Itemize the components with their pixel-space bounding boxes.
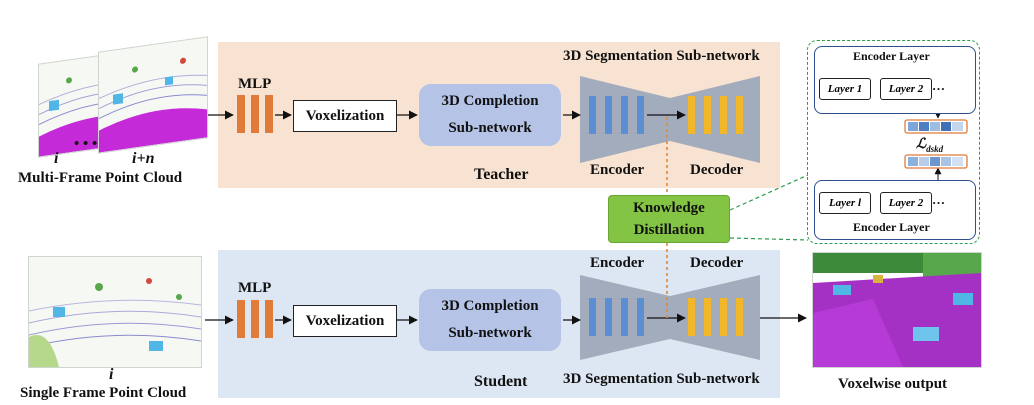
student-mlp-label: MLP	[238, 280, 272, 296]
student-encoder-bar	[637, 298, 644, 336]
teacher-encoder-bar	[637, 96, 644, 134]
teacher-segmentation-title: 3D Segmentation Sub-network	[563, 48, 760, 64]
teacher-decoder-bar	[704, 96, 711, 134]
teacher-decoder-bar	[736, 96, 743, 134]
single-frame-caption: Single Frame Point Cloud	[20, 385, 187, 401]
loss-subscript: dskd	[926, 143, 944, 154]
teacher-decoder-label: Decoder	[690, 162, 744, 178]
student-decoder-trapezoid	[670, 275, 760, 360]
student-voxelization-box: Voxelization	[293, 305, 397, 337]
teacher-decoder-bar	[688, 96, 695, 134]
student-segmentation-title: 3D Segmentation Sub-network	[563, 371, 760, 387]
inset-loss-label: ℒdskd	[916, 136, 943, 154]
student-voxelization-label: Voxelization	[305, 312, 385, 329]
kd-label-2: Distillation	[633, 222, 705, 238]
teacher-role-label: Teacher	[474, 166, 529, 183]
point-cloud-frame-i-plus-n	[98, 36, 208, 154]
inset-top-layer-1: Layer 1	[819, 78, 871, 100]
inset-top-layer-2: Layer 2	[880, 78, 932, 100]
student-role-label: Student	[474, 373, 528, 390]
distillation-to-inset-top	[729, 174, 809, 211]
teacher-mlp-label: MLP	[238, 76, 272, 92]
teacher-voxelization-label: Voxelization	[305, 107, 385, 124]
student-decoder-bar	[720, 298, 727, 336]
student-decoder-bar	[704, 298, 711, 336]
teacher-mlp-bar	[237, 95, 245, 133]
teacher-completion-label-1: 3D Completion	[441, 93, 539, 109]
student-encoder-bar	[589, 298, 596, 336]
student-encoder-bar	[605, 298, 612, 336]
student-decoder-label: Decoder	[690, 255, 744, 271]
loss-symbol: ℒ	[916, 137, 927, 152]
teacher-mlp-bar	[265, 95, 273, 133]
inset-feature-top	[904, 119, 968, 134]
student-encoder-bar	[621, 298, 628, 336]
inset-bottom-title: Encoder Layer	[853, 220, 930, 234]
point-cloud-single-frame	[28, 256, 202, 368]
kd-label-1: Knowledge	[633, 200, 705, 216]
student-decoder-bar	[736, 298, 743, 336]
inset-top-dots: …	[932, 78, 945, 93]
frame-index-i: i	[54, 150, 59, 167]
teacher-completion-label-2: Sub-network	[448, 120, 532, 136]
inset-feature-bottom	[904, 154, 968, 169]
student-mlp-bar	[237, 300, 245, 338]
student-completion-box: 3D Completion Sub-network	[419, 289, 561, 351]
teacher-mlp-bar	[251, 95, 259, 133]
frame-ellipsis: • • •	[74, 136, 98, 152]
student-completion-label-1: 3D Completion	[441, 298, 539, 314]
student-encoder-label: Encoder	[590, 255, 645, 271]
student-mlp-bar	[251, 300, 259, 338]
student-completion-label-2: Sub-network	[448, 325, 532, 341]
voxelwise-output-caption: Voxelwise output	[838, 376, 948, 392]
knowledge-distillation-box: Knowledge Distillation	[608, 195, 730, 243]
frame-index-i-plus-n: i+n	[132, 150, 155, 167]
multi-frame-caption: Multi-Frame Point Cloud	[18, 170, 183, 186]
inset-top-title: Encoder Layer	[853, 49, 930, 63]
inset-bottom-dots: …	[932, 192, 945, 207]
inset-bottom-layer-1: Layer l	[819, 192, 871, 214]
teacher-decoder-bar	[720, 96, 727, 134]
distillation-to-inset-bottom	[729, 237, 809, 241]
student-decoder-bar	[688, 298, 695, 336]
teacher-encoder-bar	[621, 96, 628, 134]
student-mlp-bar	[265, 300, 273, 338]
teacher-completion-box: 3D Completion Sub-network	[419, 84, 561, 146]
inset-bottom-layer-2: Layer 2	[880, 192, 932, 214]
voxelwise-output-image	[812, 252, 982, 368]
inset-frame	[807, 40, 980, 244]
teacher-encoder-bar	[605, 96, 612, 134]
teacher-encoder-label: Encoder	[590, 162, 645, 178]
teacher-decoder-trapezoid	[670, 76, 760, 163]
single-frame-index: i	[109, 366, 114, 383]
teacher-voxelization-box: Voxelization	[293, 100, 397, 132]
teacher-encoder-bar	[589, 96, 596, 134]
